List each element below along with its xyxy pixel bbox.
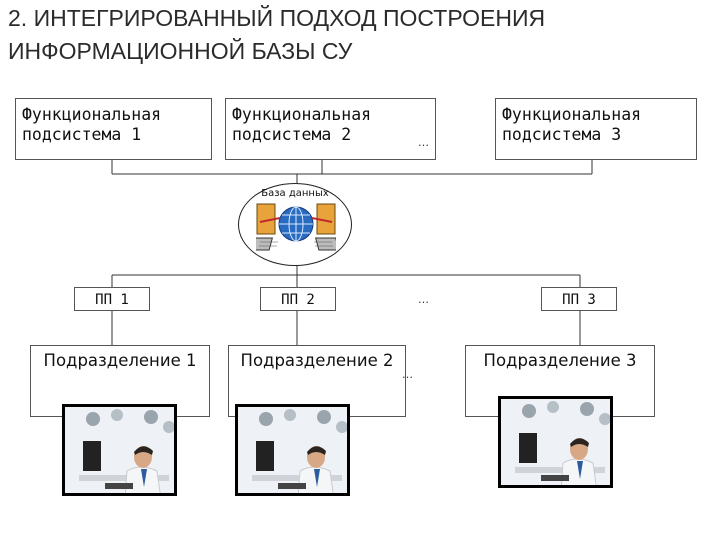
department-1-label: Подразделение 1: [43, 351, 197, 370]
pp-3-label: ПП 3: [562, 292, 596, 308]
pp-1-label: ПП 1: [95, 292, 129, 308]
subsystem-1-box: Функциональная подсистема 1: [15, 98, 212, 160]
subsystem-2-box: Функциональная подсистема 2: [225, 98, 436, 160]
operator-at-computer-photo-icon: [501, 399, 610, 485]
pp-3-box: ПП 3: [541, 287, 617, 311]
operator-photo-2: [235, 404, 350, 496]
subsystem-3-label: Функциональная подсистема 3: [502, 105, 642, 144]
subsystem-3-box: Функциональная подсистема 3: [495, 98, 697, 160]
ellipsis-middle: …: [418, 293, 429, 306]
subsystem-1-label: Функциональная подсистема 1: [22, 105, 162, 144]
database-node: База данных: [238, 183, 352, 266]
pp-2-label: ПП 2: [281, 292, 315, 308]
ellipsis-bottom: …: [402, 368, 413, 381]
slide-title: 2. ИНТЕГРИРОВАННЫЙ ПОДХОД ПОСТРОЕНИЯ ИНФ…: [8, 5, 546, 64]
operator-at-computer-photo-icon: [65, 407, 174, 493]
subsystem-2-label: Функциональная подсистема 2: [232, 105, 372, 144]
operator-at-computer-photo-icon: [238, 407, 347, 493]
pp-2-box: ПП 2: [260, 287, 336, 311]
department-3-label: Подразделение 3: [483, 351, 637, 370]
operator-photo-3: [498, 396, 613, 488]
pp-1-box: ПП 1: [74, 287, 150, 311]
department-2-label: Подразделение 2: [240, 351, 394, 370]
database-globe-icon: [256, 203, 336, 251]
ellipsis-top: …: [418, 136, 429, 149]
operator-photo-1: [62, 404, 177, 496]
database-label: База данных: [261, 188, 329, 199]
